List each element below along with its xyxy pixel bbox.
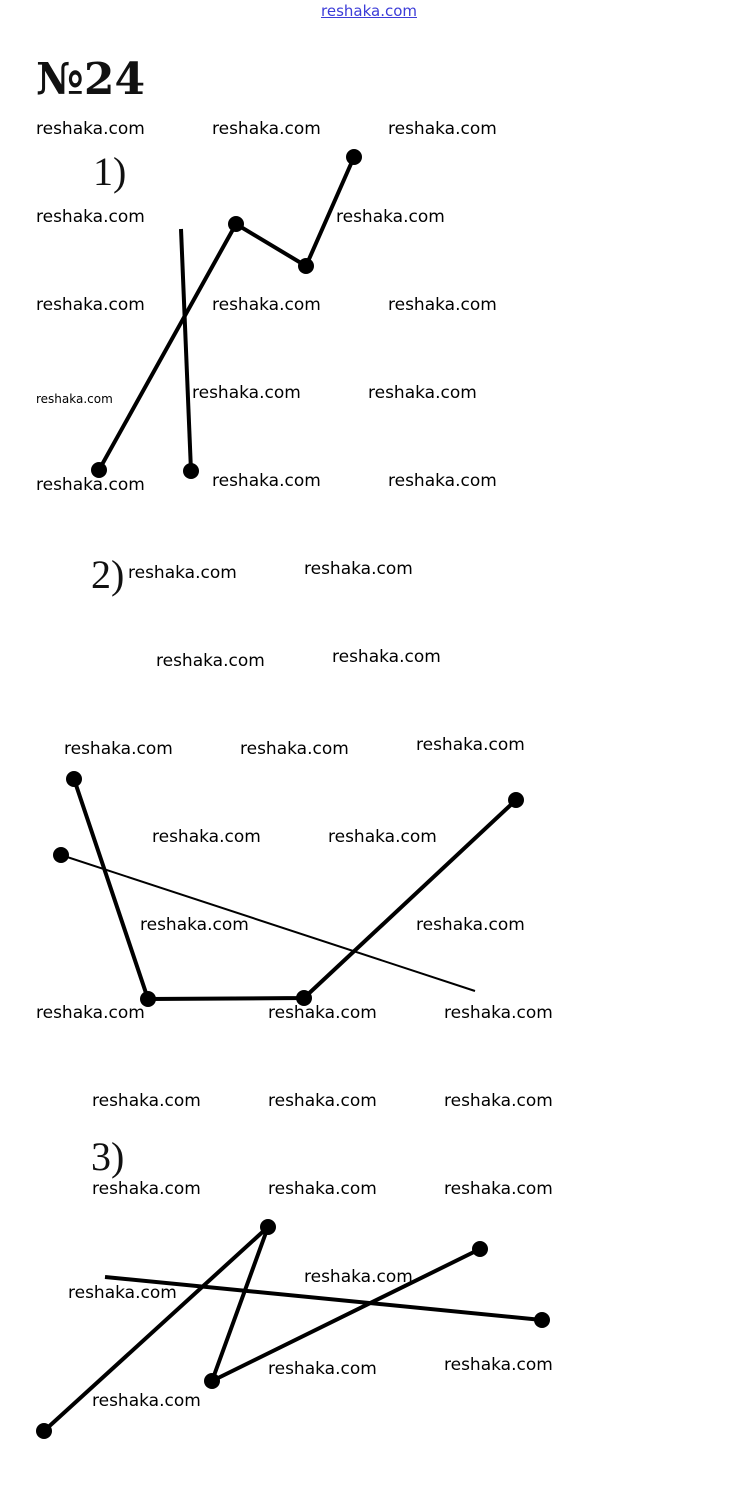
watermark: reshaka.com (92, 1391, 201, 1411)
watermark: reshaka.com (36, 392, 113, 406)
watermark: reshaka.com (268, 1179, 377, 1199)
watermark: reshaka.com (388, 471, 497, 491)
figure-2-point (66, 771, 82, 787)
figure-2-point (296, 990, 312, 1006)
watermark: reshaka.com (388, 119, 497, 139)
watermark: reshaka.com (444, 1003, 553, 1023)
problem-number: №24 (36, 54, 146, 105)
watermark: reshaka.com (416, 915, 525, 935)
watermark: reshaka.com (304, 559, 413, 579)
figure-2-point (140, 991, 156, 1007)
watermark: reshaka.com (68, 1283, 177, 1303)
watermark: reshaka.com (212, 471, 321, 491)
figure-1-point (183, 463, 199, 479)
figure-2-point (508, 792, 524, 808)
watermark: reshaka.com (240, 739, 349, 759)
watermark: reshaka.com (336, 207, 445, 227)
figure-2-broken-line (72, 778, 518, 1001)
figure-3 (36, 1219, 550, 1439)
figure-2-point (53, 847, 69, 863)
figure-3-broken-line (42, 1225, 481, 1433)
figure-1-point (91, 462, 107, 478)
watermark: reshaka.com (268, 1359, 377, 1379)
figure-3-point (534, 1312, 550, 1328)
figure-1-broken-line (97, 156, 356, 471)
watermark: reshaka.com (212, 119, 321, 139)
watermark: reshaka.com (92, 1179, 201, 1199)
figure-2 (53, 771, 524, 1007)
figure-1 (91, 149, 362, 479)
figure-1-point (228, 216, 244, 232)
figure-3-point (260, 1219, 276, 1235)
figure-1-point (298, 258, 314, 274)
site-link[interactable]: reshaka.com (321, 2, 417, 20)
watermark: reshaka.com (36, 295, 145, 315)
watermark: reshaka.com (304, 1267, 413, 1287)
figure-3-ray (104, 1275, 543, 1322)
watermark: reshaka.com (416, 735, 525, 755)
watermark: reshaka.com (388, 295, 497, 315)
watermark: reshaka.com (64, 739, 173, 759)
watermark: reshaka.com (140, 915, 249, 935)
watermark: reshaka.com (36, 119, 145, 139)
watermark: reshaka.com (156, 651, 265, 671)
part-label-1: 1) (93, 149, 127, 194)
watermark: reshaka.com (36, 207, 145, 227)
figure-1-point (346, 149, 362, 165)
figure-3-point (36, 1423, 52, 1439)
figure-3-point (204, 1373, 220, 1389)
watermark: reshaka.com (268, 1091, 377, 1111)
watermark: reshaka.com (192, 383, 301, 403)
watermark: reshaka.com (328, 827, 437, 847)
figure-1-segment (179, 228, 193, 472)
watermark: reshaka.com (268, 1003, 377, 1023)
watermark: reshaka.com (444, 1091, 553, 1111)
watermark: reshaka.com (444, 1355, 553, 1375)
watermark: reshaka.com (212, 295, 321, 315)
watermark: reshaka.com (444, 1179, 553, 1199)
part-label-3: 3) (91, 1134, 125, 1179)
figure-2-ray (60, 854, 476, 992)
watermark: reshaka.com (128, 563, 237, 583)
watermark: reshaka.com (36, 1003, 145, 1023)
watermark: reshaka.com (332, 647, 441, 667)
watermark: reshaka.com (368, 383, 477, 403)
figure-3-point (472, 1241, 488, 1257)
watermark: reshaka.com (36, 475, 145, 495)
part-label-2: 2) (91, 552, 125, 597)
watermark: reshaka.com (152, 827, 261, 847)
watermark: reshaka.com (92, 1091, 201, 1111)
